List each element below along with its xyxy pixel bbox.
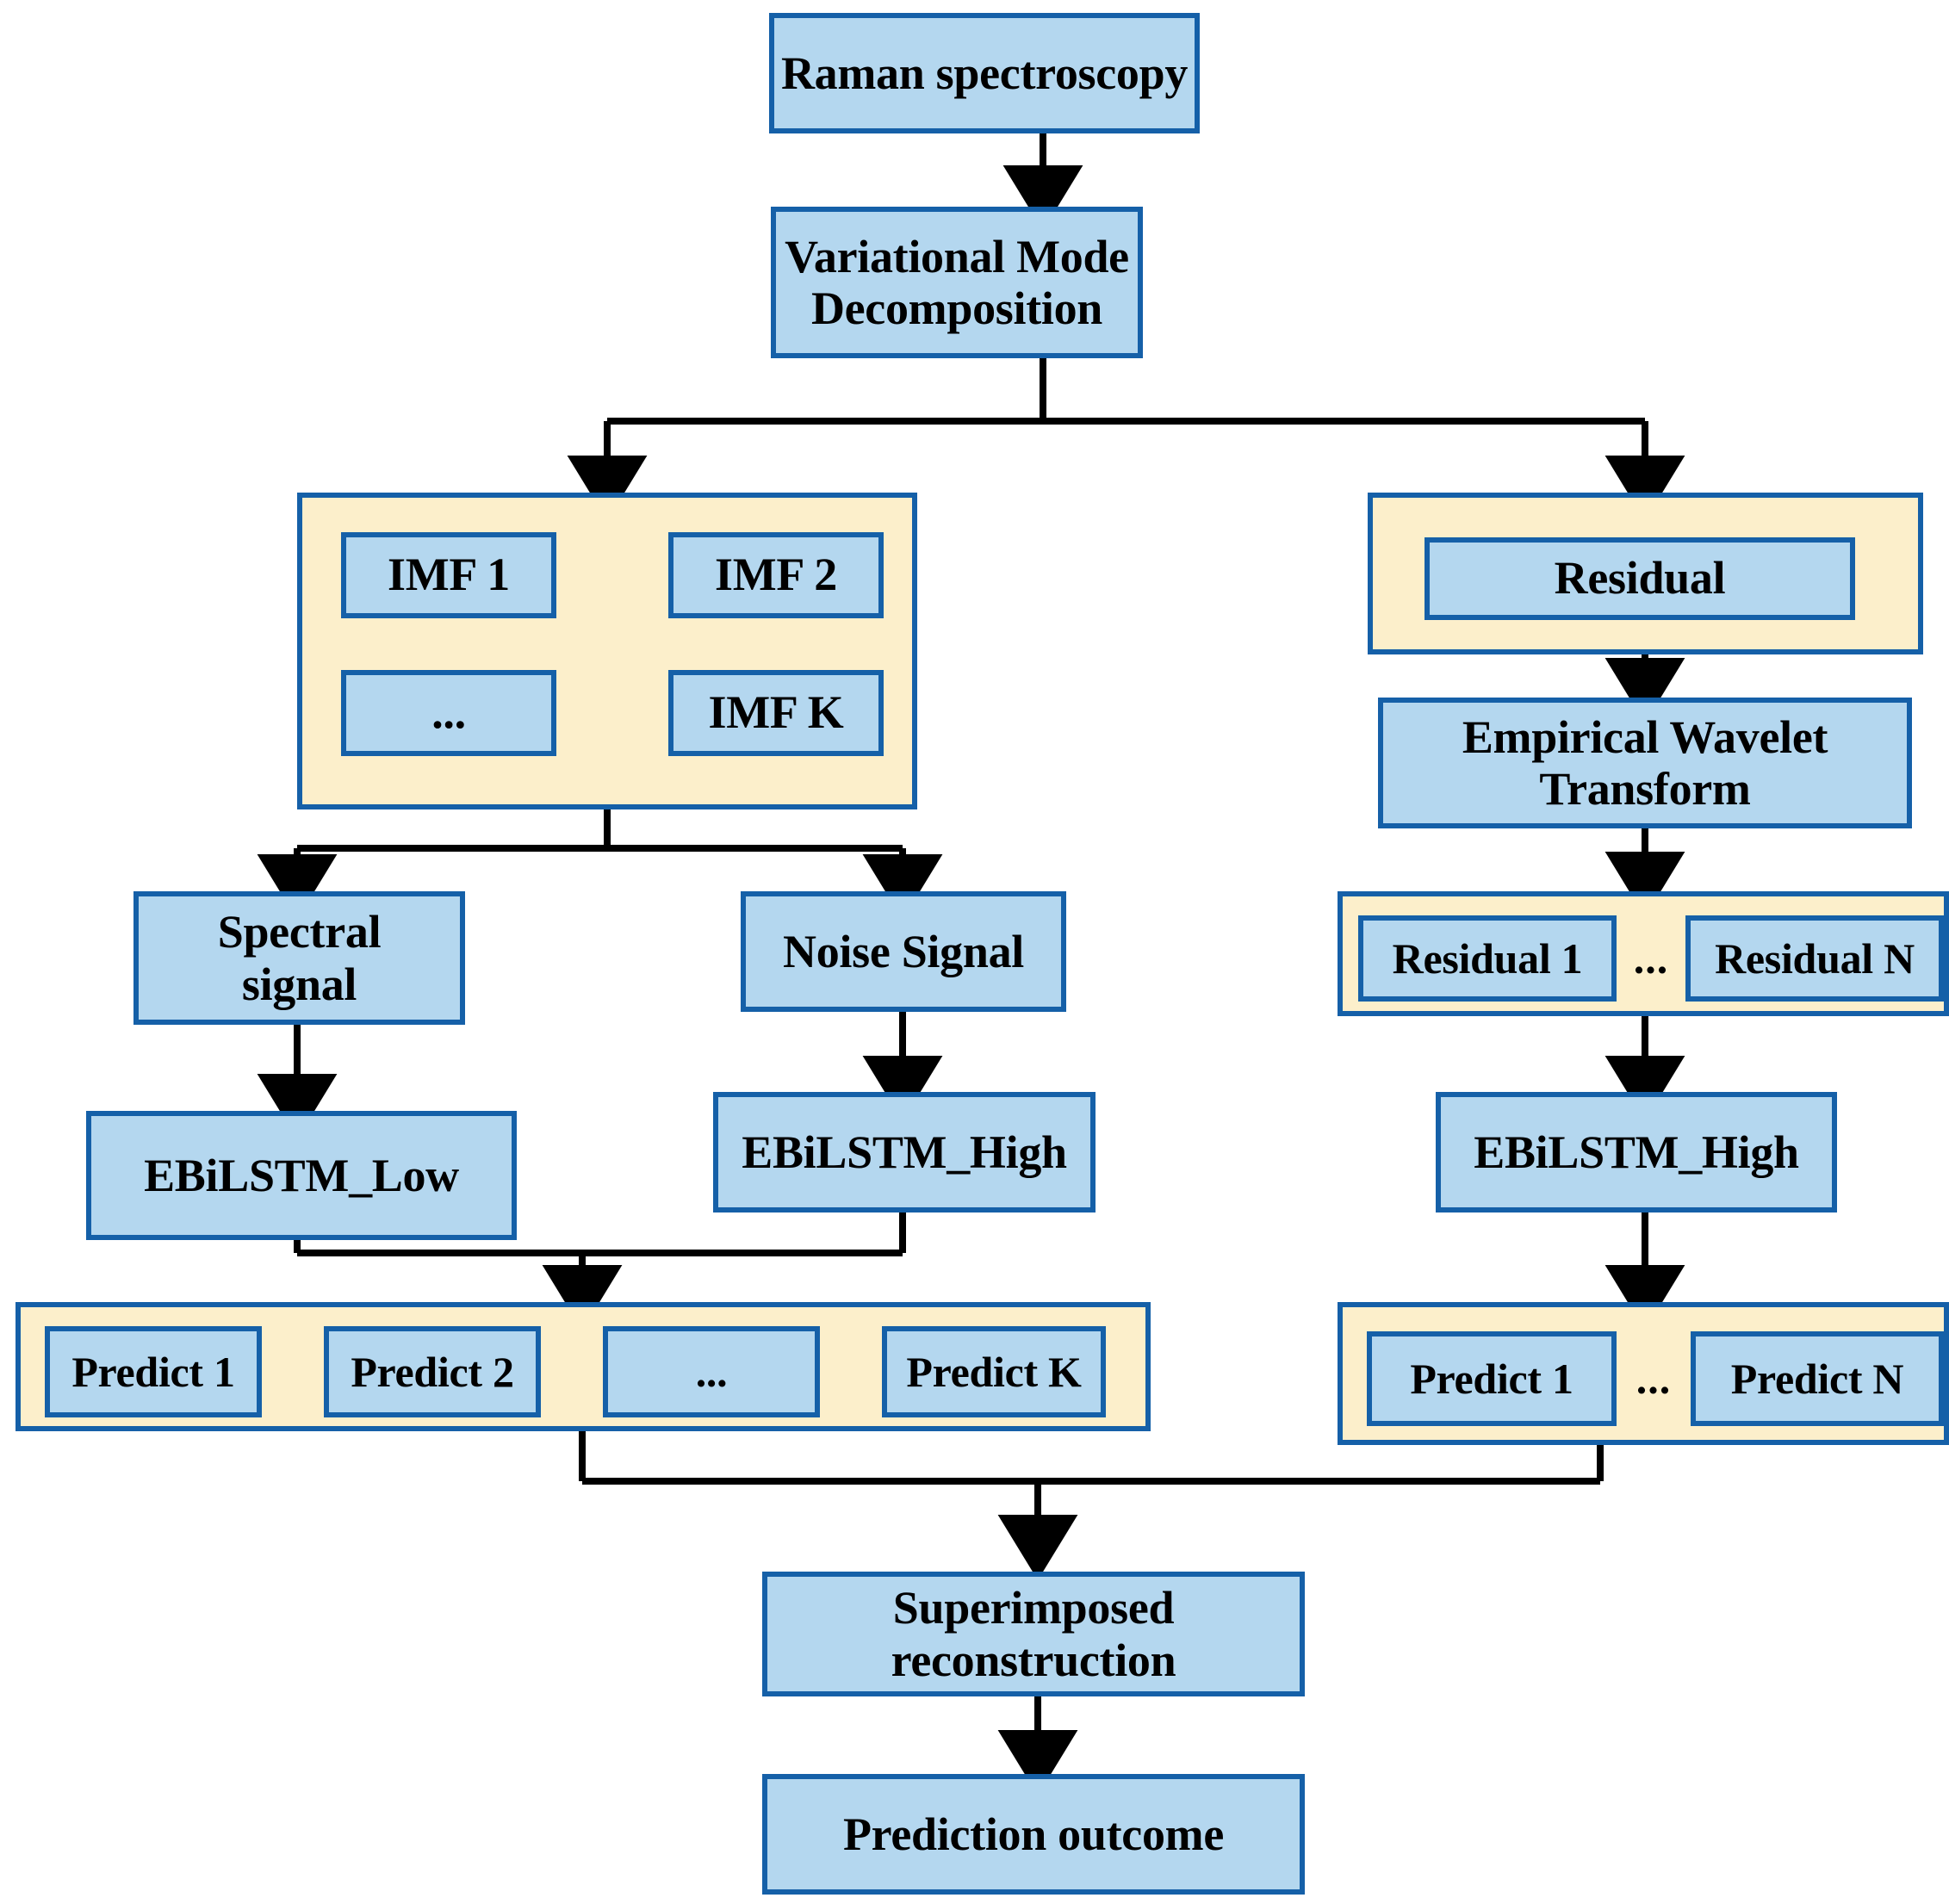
node-predict-n-right-label: Predict N [1730, 1354, 1904, 1403]
node-variational-mode-decomposition[interactable]: Variational Mode Decomposition [771, 207, 1143, 358]
node-residual[interactable]: Residual [1425, 537, 1855, 620]
node-predict-2-left[interactable]: Predict 2 [324, 1326, 541, 1417]
node-imf-ellipsis-label: ... [431, 686, 466, 739]
node-predict-1-left-label: Predict 1 [71, 1347, 235, 1396]
node-residual-1-label: Residual 1 [1392, 933, 1583, 983]
node-variational-mode-decomposition-label: Variational Mode Decomposition [785, 230, 1129, 334]
group-residual: Residual [1368, 493, 1923, 654]
node-residual-ellipsis-label: ... [1633, 934, 1669, 983]
group-predict-left: Predict 1 Predict 2 ... Predict K [16, 1302, 1151, 1431]
node-predict-ellipsis-right-label: ... [1636, 1355, 1672, 1403]
node-empirical-wavelet-transform-label: Empirical Wavelet Transform [1462, 710, 1828, 815]
node-spectral-signal-label: Spectral signal [217, 906, 382, 1010]
node-ebilstm-high-middle-label: EBiLSTM_High [742, 1126, 1067, 1178]
group-imf-components: IMF 1 IMF 2 ... IMF K [297, 493, 917, 809]
node-raman-spectroscopy-label: Raman spectroscopy [780, 47, 1189, 99]
node-predict-2-left-label: Predict 2 [351, 1347, 514, 1396]
node-ebilstm-high-right-label: EBiLSTM_High [1474, 1126, 1799, 1178]
node-residual-1[interactable]: Residual 1 [1358, 915, 1617, 1002]
node-residual-n-label: Residual N [1715, 933, 1915, 983]
node-predict-1-left[interactable]: Predict 1 [45, 1326, 262, 1417]
node-predict-n-right[interactable]: Predict N [1691, 1331, 1944, 1426]
node-ebilstm-high-middle[interactable]: EBiLSTM_High [713, 1092, 1096, 1212]
node-raman-spectroscopy[interactable]: Raman spectroscopy [769, 13, 1200, 133]
group-predict-right: Predict 1 ... Predict N [1338, 1302, 1949, 1445]
node-spectral-signal[interactable]: Spectral signal [133, 891, 465, 1025]
node-noise-signal[interactable]: Noise Signal [741, 891, 1066, 1012]
node-imf-k-label: IMF K [708, 686, 844, 739]
node-ebilstm-low-label: EBiLSTM_Low [144, 1149, 459, 1201]
node-imf-1[interactable]: IMF 1 [341, 532, 556, 618]
node-imf-2[interactable]: IMF 2 [668, 532, 884, 618]
node-imf-ellipsis[interactable]: ... [341, 670, 556, 756]
node-imf-2-label: IMF 2 [715, 549, 837, 601]
node-predict-ellipsis-right: ... [1617, 1331, 1691, 1426]
node-predict-k-left-label: Predict K [906, 1347, 1082, 1396]
node-predict-ellipsis-left[interactable]: ... [603, 1326, 820, 1417]
node-imf-k[interactable]: IMF K [668, 670, 884, 756]
node-predict-k-left[interactable]: Predict K [882, 1326, 1106, 1417]
node-prediction-outcome-label: Prediction outcome [843, 1808, 1224, 1860]
node-residual-n[interactable]: Residual N [1685, 915, 1944, 1002]
node-ebilstm-high-right[interactable]: EBiLSTM_High [1436, 1092, 1837, 1212]
node-prediction-outcome[interactable]: Prediction outcome [762, 1774, 1305, 1895]
node-predict-1-right-label: Predict 1 [1410, 1354, 1573, 1403]
node-predict-1-right[interactable]: Predict 1 [1367, 1331, 1617, 1426]
node-superimposed-reconstruction-label: Superimposed reconstruction [891, 1582, 1176, 1686]
node-residual-label: Residual [1554, 552, 1726, 605]
node-noise-signal-label: Noise Signal [783, 925, 1024, 977]
node-imf-1-label: IMF 1 [388, 549, 510, 601]
node-residual-ellipsis: ... [1617, 915, 1685, 1002]
node-ebilstm-low[interactable]: EBiLSTM_Low [86, 1111, 517, 1240]
node-empirical-wavelet-transform[interactable]: Empirical Wavelet Transform [1378, 698, 1912, 828]
node-predict-ellipsis-left-label: ... [695, 1347, 728, 1396]
node-superimposed-reconstruction[interactable]: Superimposed reconstruction [762, 1572, 1305, 1696]
group-residual-list: Residual 1 ... Residual N [1338, 891, 1949, 1016]
